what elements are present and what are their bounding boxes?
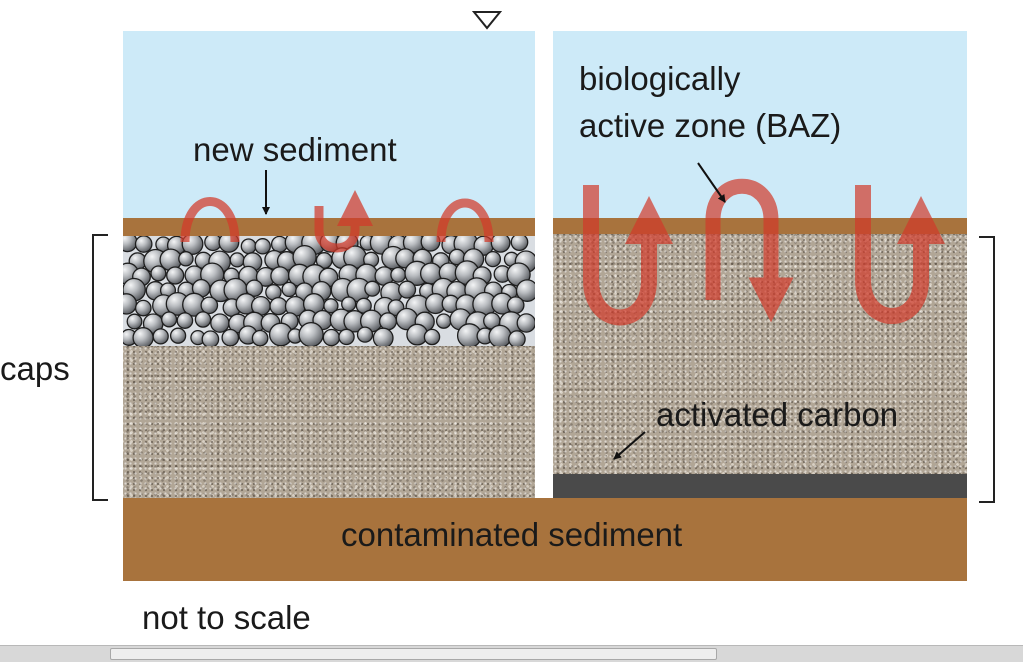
activated-carbon-label: activated carbon [656, 398, 898, 431]
new-sediment-label: new sediment [193, 133, 397, 166]
baz-label-line1: biologically [579, 62, 740, 95]
not-to-scale-label: not to scale [142, 601, 311, 634]
horizontal-scrollbar[interactable] [0, 645, 1023, 662]
pointer-arrow-icon [614, 432, 645, 459]
caps-label: caps [0, 352, 70, 385]
baz-label-line2: active zone (BAZ) [579, 109, 841, 142]
contaminated-sediment-label: contaminated sediment [341, 518, 682, 551]
pointer-arrow-icon [698, 163, 725, 202]
scrollbar-thumb[interactable] [110, 648, 717, 660]
